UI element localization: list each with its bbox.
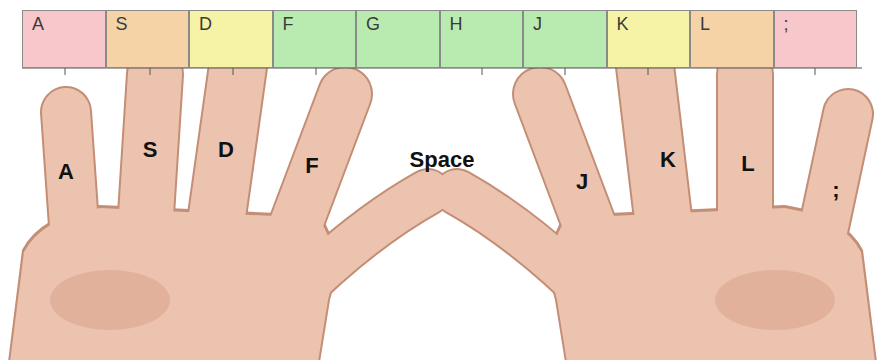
key-box: A xyxy=(22,10,106,68)
finger-label: F xyxy=(305,153,318,179)
key-letter: S xyxy=(107,11,128,35)
key-box: ; xyxy=(774,10,858,68)
key-box: G xyxy=(356,10,440,68)
key-letter: H xyxy=(441,11,463,35)
key-box: K xyxy=(607,10,691,68)
key-box: D xyxy=(189,10,273,68)
key-box: F xyxy=(273,10,357,68)
finger-label: S xyxy=(143,137,158,163)
key-letter: G xyxy=(357,11,380,35)
finger-label: J xyxy=(576,169,588,195)
key-box: L xyxy=(690,10,774,68)
finger-label: K xyxy=(660,147,676,173)
key-letter: F xyxy=(274,11,294,35)
key-strip: A S D F G H J K L; xyxy=(0,0,885,80)
key-box: S xyxy=(106,10,190,68)
thumb-label: Space xyxy=(410,147,475,173)
key-letter: K xyxy=(608,11,629,35)
key-letter: ; xyxy=(775,11,789,35)
key-letter: J xyxy=(524,11,542,35)
finger-label: A xyxy=(58,159,74,185)
key-letter: L xyxy=(691,11,710,35)
key-letter: D xyxy=(190,11,212,35)
finger-label: D xyxy=(218,137,234,163)
finger-label: L xyxy=(741,151,754,177)
key-box: J xyxy=(523,10,607,68)
key-letter: A xyxy=(23,11,44,35)
finger-label: ; xyxy=(832,177,839,203)
key-box: H xyxy=(440,10,524,68)
